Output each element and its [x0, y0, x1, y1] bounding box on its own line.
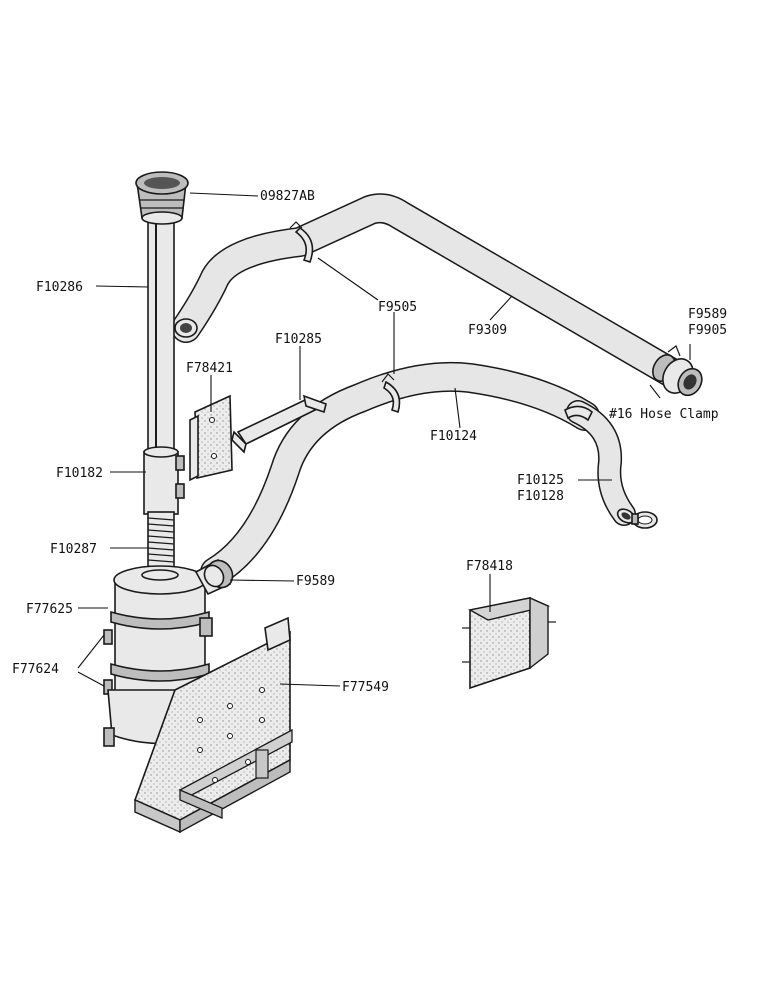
label-F78418: F78418: [466, 559, 513, 574]
label-F10285: F10285: [275, 332, 322, 347]
label-F9905: F9905: [688, 323, 727, 338]
mount-bracket: [133, 616, 293, 834]
small-bracket: [231, 394, 327, 454]
outlet-fitting: [194, 558, 234, 596]
label-F9589-outlet: F9589: [296, 574, 335, 589]
coupling: [143, 446, 185, 515]
loose-hose-clamp: [631, 511, 658, 529]
label-09827AB: 09827AB: [260, 189, 315, 204]
label-hose-clamp: #16 Hose Clamp: [609, 407, 719, 422]
upper-hose-clamp: [289, 221, 314, 264]
label-F9589-top: F9589: [688, 307, 727, 322]
flex-pipe: [147, 511, 175, 575]
label-F9505: F9505: [378, 300, 417, 315]
right-bracket: [462, 596, 556, 690]
elbow-hose: [564, 400, 636, 526]
label-F77625: F77625: [26, 602, 73, 617]
label-F77624: F77624: [12, 662, 59, 677]
upper-hose: [171, 193, 685, 387]
leader-lines: [77, 192, 691, 687]
label-F10182: F10182: [56, 466, 103, 481]
label-F77549: F77549: [342, 680, 389, 695]
label-F10287: F10287: [50, 542, 97, 557]
label-F10124: F10124: [430, 429, 477, 444]
label-F78421: F78421: [186, 361, 233, 376]
lower-hose: [200, 361, 600, 587]
label-F9309: F9309: [468, 323, 507, 338]
label-F10128: F10128: [517, 489, 564, 504]
stack-pipe: [147, 219, 175, 461]
stack-cap: [135, 171, 189, 225]
upper-hose-end-fitting: [652, 345, 703, 397]
small-plate: [189, 394, 233, 482]
lower-hose-clamp: [381, 373, 401, 414]
label-F10125: F10125: [517, 473, 564, 488]
label-F10286: F10286: [36, 280, 83, 295]
